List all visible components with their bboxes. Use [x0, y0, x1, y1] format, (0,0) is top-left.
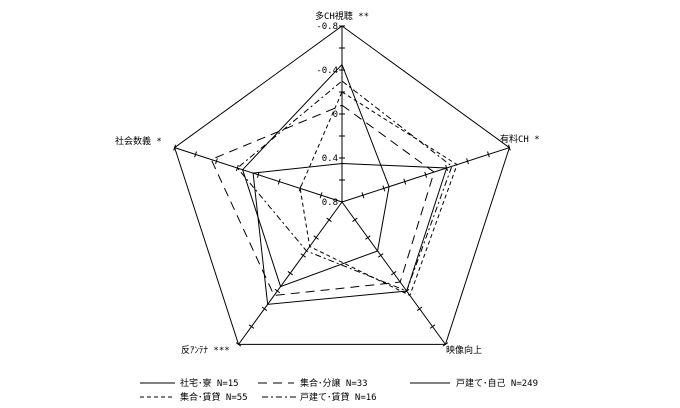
axis-tick: [215, 158, 218, 165]
radial-tick-label: 0.4: [322, 154, 338, 164]
series-polygon: [252, 162, 448, 305]
axis-tick: [507, 144, 511, 151]
axis-tick: [352, 217, 358, 222]
legend-label: 集合･賃貸 N=55: [180, 391, 248, 403]
axis-tick: [248, 324, 255, 329]
radial-tick-label: 0.8: [322, 198, 338, 208]
outer-pentagon: [174, 25, 510, 345]
legend-label: 戸建て･賃貸 N=16: [300, 391, 377, 403]
radial-tick-label: -0.8: [316, 22, 338, 32]
axis-label-multi-channel: 多CH視聴 **: [315, 10, 369, 22]
radar-grid: [173, 25, 511, 347]
radial-tick-label: -0.4: [316, 66, 338, 76]
axis-tick: [416, 306, 423, 311]
series-polygon: [299, 91, 458, 297]
axis-tick: [235, 342, 242, 347]
axis-label-pay-channel: 有料CH *: [500, 133, 540, 145]
axis-label-social: 社会数義 *: [115, 135, 162, 147]
axis-label-picture-quality: 映像向上: [446, 344, 482, 356]
axis-tick: [300, 253, 306, 258]
axis-tick: [361, 192, 365, 199]
legend-label: 戸建て･自己 N=249: [456, 377, 538, 389]
series-polygon: [210, 104, 435, 296]
axis-tick: [391, 271, 397, 276]
axis-tick: [326, 217, 332, 222]
axis-label-anti-antenna: 反ｱﾝﾃﾅ ***: [181, 345, 230, 356]
axis-tick: [378, 253, 384, 258]
radar-series: [210, 63, 458, 305]
series-polygon: [242, 63, 390, 288]
axis-tick: [466, 158, 469, 165]
axis-tick: [319, 192, 323, 199]
axis-tick: [365, 235, 371, 240]
axis-tick: [487, 151, 490, 158]
axis-tick: [424, 171, 428, 178]
axis-tick: [173, 144, 177, 151]
radial-tick-labels: -0.8 -0.4 0 0.4 0.8: [316, 22, 338, 208]
legend: 社宅･寮 N=15 集合･分譲 N=33 戸建て･自己 N=249 集合･賃貸 …: [140, 377, 538, 403]
axis-tick: [313, 235, 319, 240]
axis-tick: [442, 342, 449, 347]
axis-tick: [274, 288, 281, 294]
axis-tick: [277, 178, 281, 185]
legend-label: 集合･分譲 N=33: [300, 377, 368, 389]
axis-labels: 多CH視聴 ** 有料CH * 映像向上 反ｱﾝﾃﾅ *** 社会数義 *: [115, 10, 540, 356]
radial-tick-label: 0: [333, 110, 338, 120]
axis-tick: [403, 178, 407, 185]
legend-label: 社宅･寮 N=15: [180, 377, 239, 389]
axis-tick: [261, 306, 268, 311]
axis-tick: [382, 185, 386, 192]
series-polygon: [236, 80, 453, 292]
axis-tick: [194, 151, 197, 158]
axis-tick: [429, 324, 436, 329]
axis-tick: [287, 271, 293, 276]
